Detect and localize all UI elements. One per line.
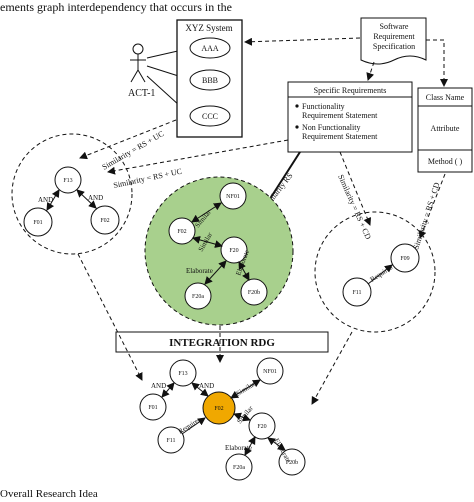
uc-to-final-arrow (77, 253, 143, 381)
use-case-ccc (189, 105, 231, 127)
final-node-f13-label: F13 (178, 371, 187, 377)
spec-title: Specific Requirements (314, 86, 387, 95)
node-f20b (240, 278, 268, 306)
node-rs-f02-label: F02 (177, 229, 186, 235)
node-f20a-label: F20a (192, 294, 204, 300)
srs-to-spec-arrow (366, 61, 375, 81)
srs-to-class-arrow (426, 39, 448, 87)
node-f02 (90, 205, 120, 235)
integration-label: INTEGRATION RDG (169, 337, 275, 349)
integration-bar: INTEGRATION RDG (115, 331, 329, 353)
srs-line-3: Specification (373, 42, 415, 51)
system-title: XYZ System (185, 23, 232, 33)
spec-to-rs-cluster-arrow (265, 151, 301, 206)
node-f13 (54, 166, 82, 194)
srs-to-system-arrow (244, 37, 361, 46)
system-to-uc-cluster-arrow (79, 119, 177, 160)
node-f02-label: F02 (100, 218, 109, 224)
final-node-f20a (225, 453, 253, 481)
final-node-f20b (278, 448, 306, 476)
node-f13-label: F13 (63, 178, 72, 184)
final-node-nf01 (256, 357, 284, 385)
spec-item-2: Requirement Statement (302, 111, 378, 120)
spec-item-3: Non Functionality (302, 123, 360, 132)
edge-label-sim-rs-cd-1: Similarity = RS + CD (336, 173, 373, 241)
final-node-f11-label: F11 (166, 438, 175, 444)
class-method: Method ( ) (428, 157, 463, 166)
node-f11-label: F11 (352, 290, 361, 296)
actor: ACT-1 (128, 43, 155, 99)
final-node-f01 (139, 393, 167, 421)
final-node-f02-label: F02 (214, 406, 223, 412)
spec-to-uc-cluster-arrow (107, 139, 289, 175)
actor-label: ACT-1 (128, 88, 155, 99)
use-case-bbb (189, 69, 231, 91)
system-boundary: XYZ System AAA BBB CCC (176, 19, 243, 138)
cd-cluster: F09 F11 Requires (314, 211, 436, 333)
uc-cluster: F13 F01 F02 AND AND (11, 133, 133, 255)
node-f20 (220, 236, 248, 264)
node-nf01-label: NF01 (226, 194, 240, 200)
use-case-aaa-label: AAA (201, 44, 219, 53)
spec-to-cd-cluster-arrow (339, 151, 372, 226)
srs-line-2: Requirement (373, 32, 415, 41)
srs-document: Software Requirement Specification (360, 17, 427, 65)
final-graph: F13 NF01 F01 F02 F11 F20 F20a F20b AND A… (139, 357, 306, 481)
srs-line-1: Software (380, 22, 409, 31)
use-case-ccc-label: CCC (202, 112, 218, 121)
final-node-f20-label: F20 (257, 424, 266, 430)
final-node-f11 (157, 426, 185, 454)
edge-label-sim-rs-uc-2: Similarity = RS + UC (113, 167, 183, 190)
node-nf01 (219, 182, 247, 210)
final-node-f20a-label: F20a (233, 465, 245, 471)
final-and-1: AND (151, 382, 166, 390)
node-f20b-label: F20b (248, 290, 260, 296)
final-requires: Requires (177, 416, 203, 436)
final-node-f01-label: F01 (148, 405, 157, 411)
spec-item-1: Functionality (302, 102, 345, 111)
final-node-f20 (248, 412, 276, 440)
final-node-nf01-label: NF01 (263, 369, 277, 375)
final-node-f13 (169, 359, 197, 387)
node-f01 (23, 207, 53, 237)
final-node-f02 (202, 391, 236, 425)
final-elaborate-1: Elaborate (225, 444, 252, 452)
specific-requirements-box: Specific Requirements Functionality Requ… (287, 81, 413, 153)
rs-elaborate-1: Elaborate (186, 267, 213, 275)
node-f09 (390, 243, 420, 273)
node-f20-label: F20 (229, 248, 238, 254)
class-to-cd-cluster-arrow (418, 173, 446, 239)
node-f09-label: F09 (400, 256, 409, 262)
use-case-bbb-label: BBB (202, 76, 218, 85)
node-f01-label: F01 (33, 220, 42, 226)
node-rs-f02 (168, 217, 196, 245)
cd-requires: Requires (369, 263, 394, 283)
class-box: Class Name Attribute Method ( ) (417, 87, 473, 173)
node-f20a (184, 282, 212, 310)
intro-text: ements graph interdependency that occurs… (0, 0, 232, 14)
class-attribute: Attribute (431, 124, 460, 133)
final-and-2: AND (199, 382, 214, 390)
final-node-f20b-label: F20b (286, 460, 298, 466)
uc-and-right: AND (88, 194, 103, 202)
footer-text: Overall Research Idea (0, 488, 98, 500)
final-similar-1: Similar (235, 380, 257, 398)
spec-item-4: Requirement Statement (302, 132, 378, 141)
edge-label-sim-rs-uc-1: Similarity = RS + UC (101, 129, 166, 172)
use-case-aaa (189, 37, 231, 59)
rs-cluster: NF01 F02 F20 F20a F20b Similar Similar E… (144, 176, 294, 326)
class-name: Class Name (426, 93, 465, 102)
node-f11 (342, 277, 372, 307)
uc-and-left: AND (38, 196, 53, 204)
